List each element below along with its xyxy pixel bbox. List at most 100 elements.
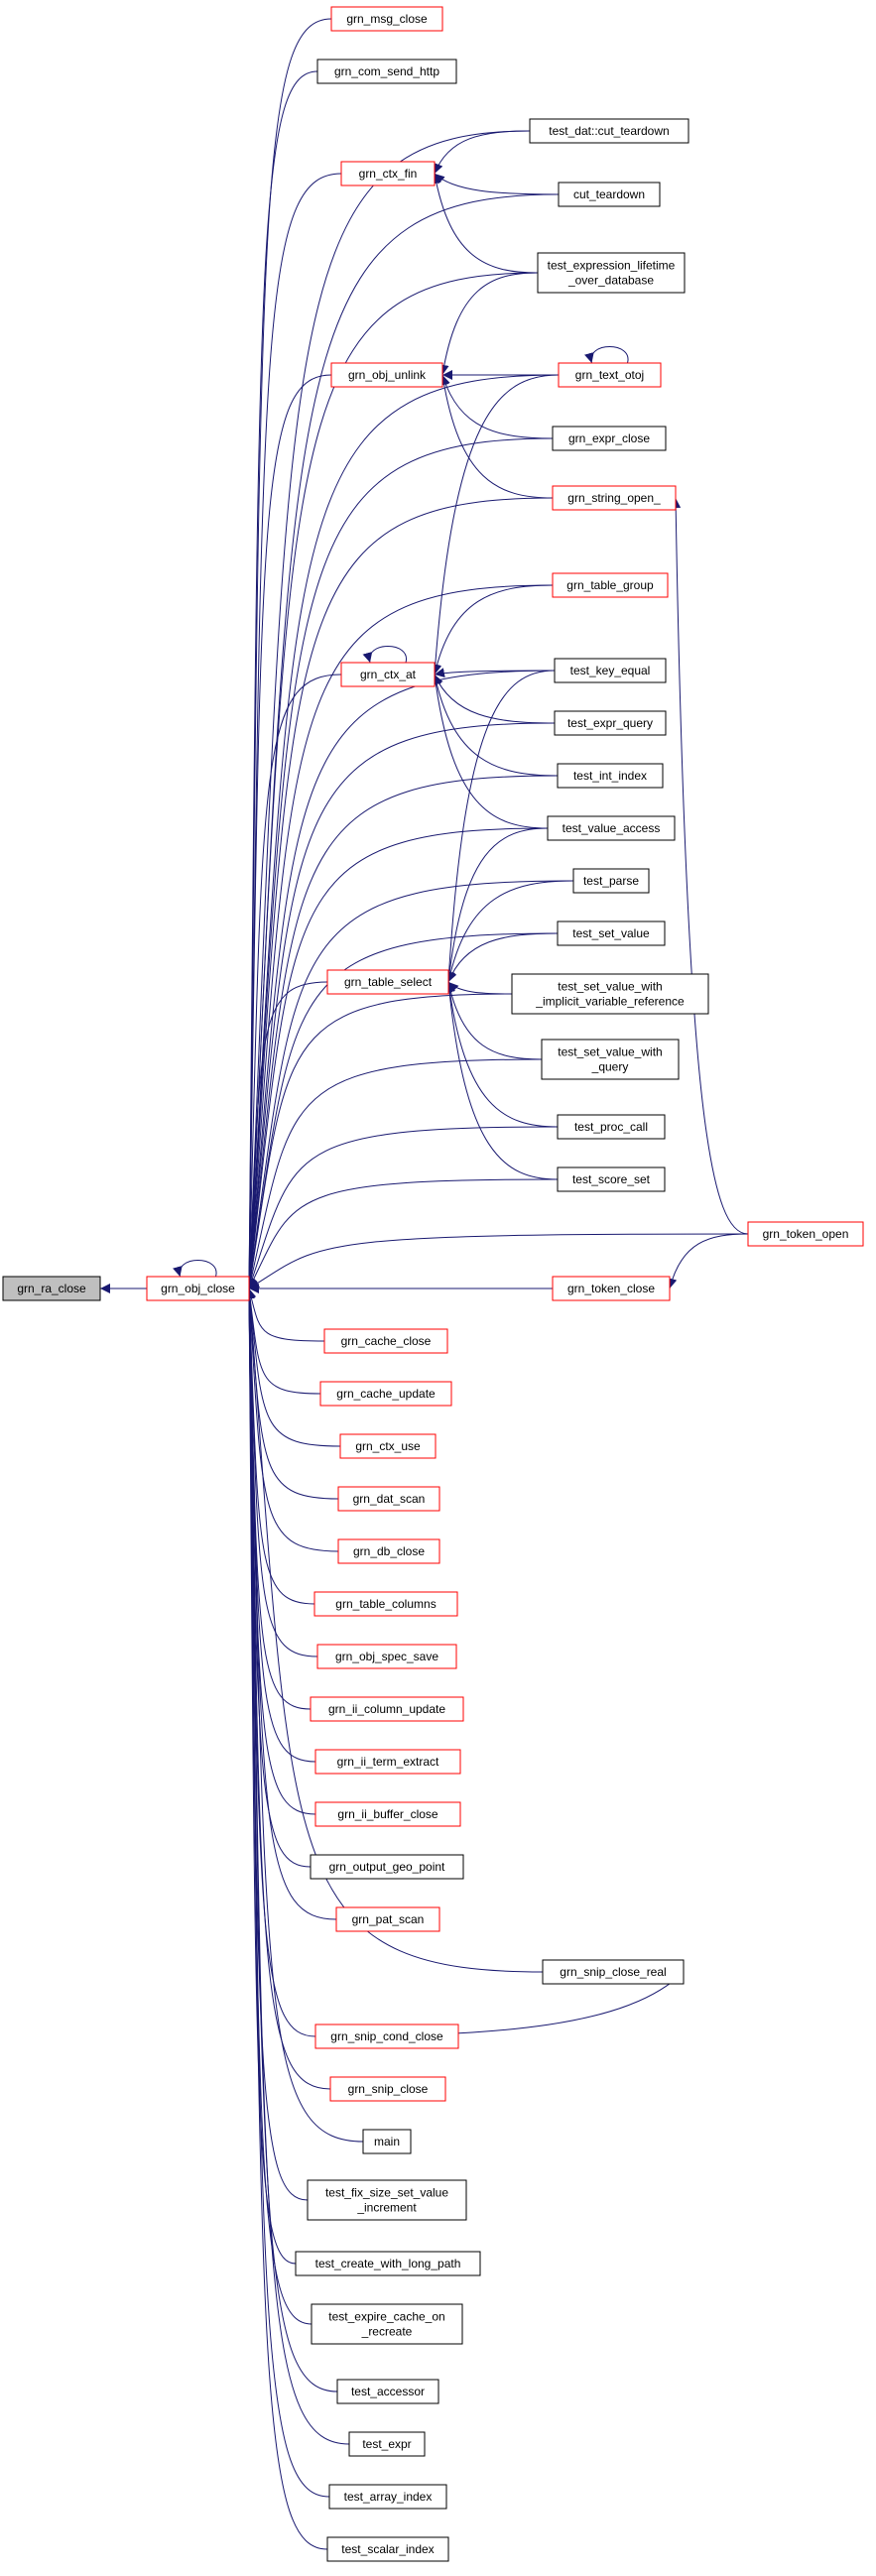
edge-grn_text_otoj-to-grn_text_otoj bbox=[584, 346, 629, 364]
node-grn_msg_close[interactable]: grn_msg_close bbox=[330, 6, 443, 32]
node-label-test_fix_size_set_value-0: test_fix_size_set_value bbox=[325, 2186, 448, 2200]
node-grn_ctx_at[interactable]: grn_ctx_at bbox=[340, 662, 436, 687]
node-box-grn_obj_unlink bbox=[330, 362, 443, 388]
node-grn_expr_close[interactable]: grn_expr_close bbox=[552, 426, 667, 451]
node-box-grn_pat_scan bbox=[335, 1906, 440, 1932]
node-test_dat_cut_teardown[interactable]: test_dat::cut_teardown bbox=[529, 118, 689, 144]
node-test_array_index[interactable]: test_array_index bbox=[328, 2484, 447, 2510]
node-test_proc_call[interactable]: test_proc_call bbox=[557, 1114, 666, 1140]
node-test_scalar_index[interactable]: test_scalar_index bbox=[326, 2536, 449, 2562]
node-grn_cache_update[interactable]: grn_cache_update bbox=[319, 1381, 452, 1407]
node-grn_token_open[interactable]: grn_token_open bbox=[747, 1221, 864, 1247]
node-box-test_parse bbox=[572, 868, 650, 894]
node-box-test_int_index bbox=[557, 763, 664, 789]
edge-grn_obj_close-to-grn_obj_close bbox=[173, 1260, 217, 1278]
node-test_parse[interactable]: test_parse bbox=[572, 868, 650, 894]
node-grn_obj_spec_save[interactable]: grn_obj_spec_save bbox=[316, 1644, 457, 1669]
edge-grn_ctx_fin-to-grn_obj_close bbox=[244, 173, 342, 1289]
edge-test_score_set-to-grn_obj_close bbox=[248, 1178, 559, 1289]
node-box-test_expr bbox=[348, 2431, 426, 2457]
edge-test_expr_query-to-grn_obj_close bbox=[244, 722, 556, 1289]
node-main[interactable]: main bbox=[362, 2129, 412, 2154]
node-box-grn_snip_cond_close bbox=[314, 2024, 459, 2049]
node-grn_text_otoj[interactable]: grn_text_otoj bbox=[558, 362, 662, 388]
node-grn_snip_close_real[interactable]: grn_snip_close_real bbox=[542, 1959, 685, 1985]
node-box-grn_table_group bbox=[552, 572, 669, 598]
node-test_expire_cache_on[interactable]: test_expire_cache_on_recreate bbox=[311, 2303, 463, 2345]
node-grn_token_close[interactable]: grn_token_close bbox=[552, 1276, 671, 1301]
node-label-test_set_value_with_query-1: _query bbox=[591, 1060, 629, 1074]
node-grn_ra_close: grn_ra_close bbox=[2, 1276, 101, 1301]
node-label-test_expr-0: test_expr bbox=[362, 2437, 411, 2451]
node-label-grn_ii_buffer_close-0: grn_ii_buffer_close bbox=[337, 1807, 438, 1821]
node-label-grn_output_geo_point-0: grn_output_geo_point bbox=[329, 1860, 445, 1874]
node-label-grn_string_open_-0: grn_string_open_ bbox=[567, 491, 661, 505]
node-grn_com_send_http[interactable]: grn_com_send_http bbox=[316, 59, 457, 84]
node-test_score_set[interactable]: test_score_set bbox=[557, 1166, 666, 1192]
node-box-grn_text_otoj bbox=[558, 362, 662, 388]
node-grn_obj_close[interactable]: grn_obj_close bbox=[146, 1276, 250, 1301]
node-label-test_array_index-0: test_array_index bbox=[344, 2490, 433, 2504]
edge-test_proc_call-to-grn_table_select bbox=[444, 981, 559, 1128]
node-label-grn_table_group-0: grn_table_group bbox=[566, 578, 654, 592]
node-label-test_value_access-0: test_value_access bbox=[563, 821, 661, 835]
edge-grn_table_select-to-grn_obj_close bbox=[244, 981, 328, 1289]
edge-grn_com_send_http-to-grn_obj_close bbox=[244, 70, 318, 1289]
node-test_fix_size_set_value[interactable]: test_fix_size_set_value_increment bbox=[307, 2179, 467, 2221]
node-grn_ctx_use[interactable]: grn_ctx_use bbox=[339, 1433, 437, 1459]
node-cut_teardown[interactable]: cut_teardown bbox=[558, 182, 661, 207]
node-grn_table_group[interactable]: grn_table_group bbox=[552, 572, 669, 598]
node-label-test_score_set-0: test_score_set bbox=[572, 1172, 651, 1186]
node-grn_ii_buffer_close[interactable]: grn_ii_buffer_close bbox=[314, 1801, 461, 1827]
node-box-grn_ii_buffer_close bbox=[314, 1801, 461, 1827]
node-label-grn_table_select-0: grn_table_select bbox=[344, 975, 433, 989]
node-box-grn_obj_close bbox=[146, 1276, 250, 1301]
edge-test_set_value_with_implicit-to-grn_obj_close bbox=[245, 993, 513, 1289]
node-label-grn_snip_close_real-0: grn_snip_close_real bbox=[560, 1965, 666, 1979]
edge-grn_table_group-to-grn_ctx_at bbox=[432, 584, 554, 675]
node-grn_cache_close[interactable]: grn_cache_close bbox=[323, 1328, 448, 1354]
node-grn_output_geo_point[interactable]: grn_output_geo_point bbox=[310, 1854, 464, 1880]
node-label-grn_pat_scan-0: grn_pat_scan bbox=[352, 1912, 425, 1926]
node-test_expr_query[interactable]: test_expr_query bbox=[554, 710, 667, 736]
node-label-grn_ra_close-0: grn_ra_close bbox=[17, 1282, 86, 1295]
node-label-grn_msg_close-0: grn_msg_close bbox=[346, 12, 428, 26]
node-test_set_value_with_query[interactable]: test_set_value_with_query bbox=[541, 1039, 680, 1080]
node-grn_ctx_fin[interactable]: grn_ctx_fin bbox=[340, 161, 436, 186]
node-grn_dat_scan[interactable]: grn_dat_scan bbox=[337, 1486, 440, 1512]
node-grn_table_select[interactable]: grn_table_select bbox=[326, 969, 449, 995]
node-test_set_value[interactable]: test_set_value bbox=[557, 920, 666, 946]
node-test_expression_lifetime[interactable]: test_expression_lifetime_over_database bbox=[537, 252, 686, 294]
node-test_int_index[interactable]: test_int_index bbox=[557, 763, 664, 789]
node-label-test_expr_query-0: test_expr_query bbox=[567, 716, 653, 730]
edge-test_int_index-to-grn_obj_close bbox=[245, 775, 559, 1289]
node-grn_ii_column_update[interactable]: grn_ii_column_update bbox=[310, 1696, 464, 1722]
node-box-grn_cache_close bbox=[323, 1328, 448, 1354]
node-test_set_value_with_implicit[interactable]: test_set_value_with_implicit_variable_re… bbox=[511, 973, 709, 1015]
node-test_key_equal[interactable]: test_key_equal bbox=[554, 658, 667, 683]
edge-test_expression_lifetime-to-grn_obj_close bbox=[244, 272, 539, 1289]
node-grn_snip_close[interactable]: grn_snip_close bbox=[329, 2076, 446, 2102]
node-test_value_access[interactable]: test_value_access bbox=[547, 815, 676, 841]
node-test_create_with_long_path[interactable]: test_create_with_long_path bbox=[295, 2251, 481, 2276]
node-grn_snip_cond_close[interactable]: grn_snip_cond_close bbox=[314, 2024, 459, 2049]
node-grn_table_columns[interactable]: grn_table_columns bbox=[313, 1591, 458, 1617]
node-label-grn_snip_cond_close-0: grn_snip_cond_close bbox=[330, 2029, 443, 2043]
node-box-grn_output_geo_point bbox=[310, 1854, 464, 1880]
edge-test_expr_query-to-grn_ctx_at bbox=[434, 674, 556, 724]
node-grn_ii_term_extract[interactable]: grn_ii_term_extract bbox=[314, 1749, 461, 1775]
node-box-test_fix_size_set_value bbox=[307, 2179, 467, 2221]
node-label-grn_cache_close-0: grn_cache_close bbox=[341, 1334, 432, 1348]
node-grn_db_close[interactable]: grn_db_close bbox=[337, 1538, 440, 1564]
node-label-test_proc_call-0: test_proc_call bbox=[574, 1120, 648, 1134]
node-box-grn_snip_close_real bbox=[542, 1959, 685, 1985]
edge-test_dat_cut_teardown-to-grn_ctx_fin bbox=[434, 130, 531, 175]
node-grn_obj_unlink[interactable]: grn_obj_unlink bbox=[330, 362, 443, 388]
edge-grn_msg_close-to-grn_obj_close bbox=[244, 18, 332, 1289]
node-grn_string_open_[interactable]: grn_string_open_ bbox=[552, 485, 677, 511]
node-box-test_expire_cache_on bbox=[311, 2303, 463, 2345]
node-test_accessor[interactable]: test_accessor bbox=[336, 2379, 439, 2404]
node-test_expr[interactable]: test_expr bbox=[348, 2431, 426, 2457]
node-label-grn_com_send_http-0: grn_com_send_http bbox=[334, 64, 439, 78]
node-grn_pat_scan[interactable]: grn_pat_scan bbox=[335, 1906, 440, 1932]
